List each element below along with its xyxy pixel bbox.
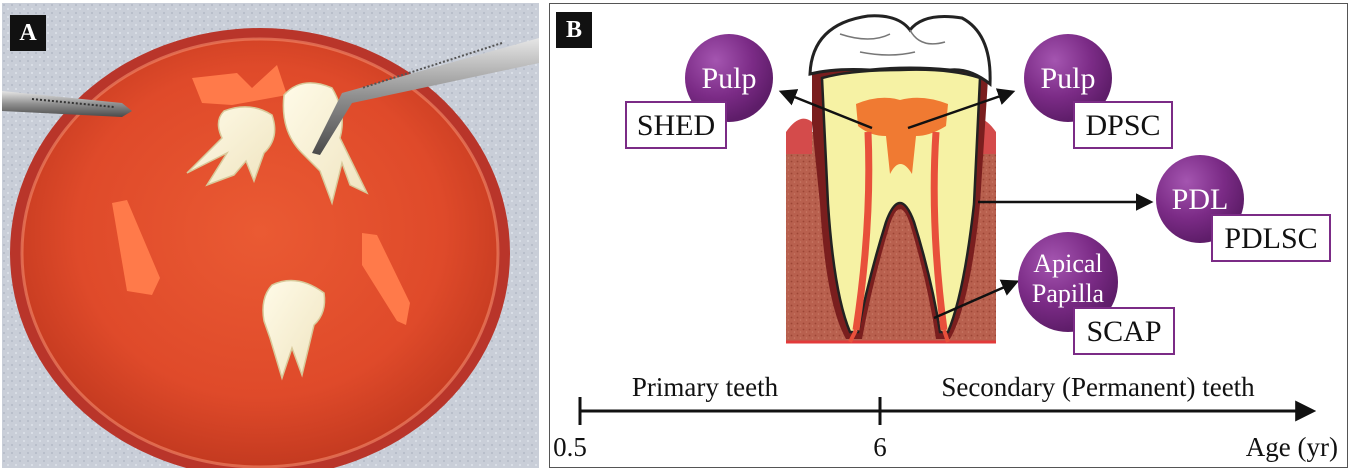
secondary-teeth-label: Secondary (Permanent) teeth: [941, 372, 1255, 402]
pdlsc-bubble-group: PDL PDLSC: [1156, 155, 1330, 261]
tick-label-start: 0.5: [553, 432, 587, 462]
pdlsc-label: PDLSC: [1224, 222, 1317, 255]
scap-bubble-group: Apical Papilla SCAP: [1018, 232, 1174, 354]
shed-bubble-text: Pulp: [701, 62, 756, 95]
pdlsc-bubble-text: PDL: [1172, 183, 1229, 216]
panel-a-photo: A: [2, 3, 539, 468]
shed-label: SHED: [637, 109, 715, 142]
petri-dish-photo: [2, 3, 539, 468]
dpsc-bubble-text: Pulp: [1040, 62, 1095, 95]
tooth-diagram: Pulp SHED Pulp DPSC PDL PDLSC Apical Pap…: [550, 4, 1346, 466]
scap-bubble-line1: Apical: [1033, 249, 1102, 278]
panel-b-diagram: Pulp SHED Pulp DPSC PDL PDLSC Apical Pap…: [549, 3, 1348, 468]
primary-teeth-label: Primary teeth: [632, 372, 779, 402]
panel-a-label: A: [10, 15, 46, 51]
age-axis-label: Age (yr): [1246, 432, 1338, 462]
shed-bubble-group: Pulp SHED: [626, 34, 773, 148]
panel-b-label: B: [556, 12, 592, 48]
dpsc-label: DPSC: [1085, 109, 1160, 142]
scap-bubble-line2: Papilla: [1032, 279, 1105, 308]
dpsc-bubble-group: Pulp DPSC: [1024, 34, 1172, 148]
gingiva-left: [786, 119, 812, 154]
age-timeline: Primary teeth Secondary (Permanent) teet…: [553, 372, 1338, 462]
tick-label-mid: 6: [873, 432, 887, 462]
scap-label: SCAP: [1086, 315, 1161, 348]
